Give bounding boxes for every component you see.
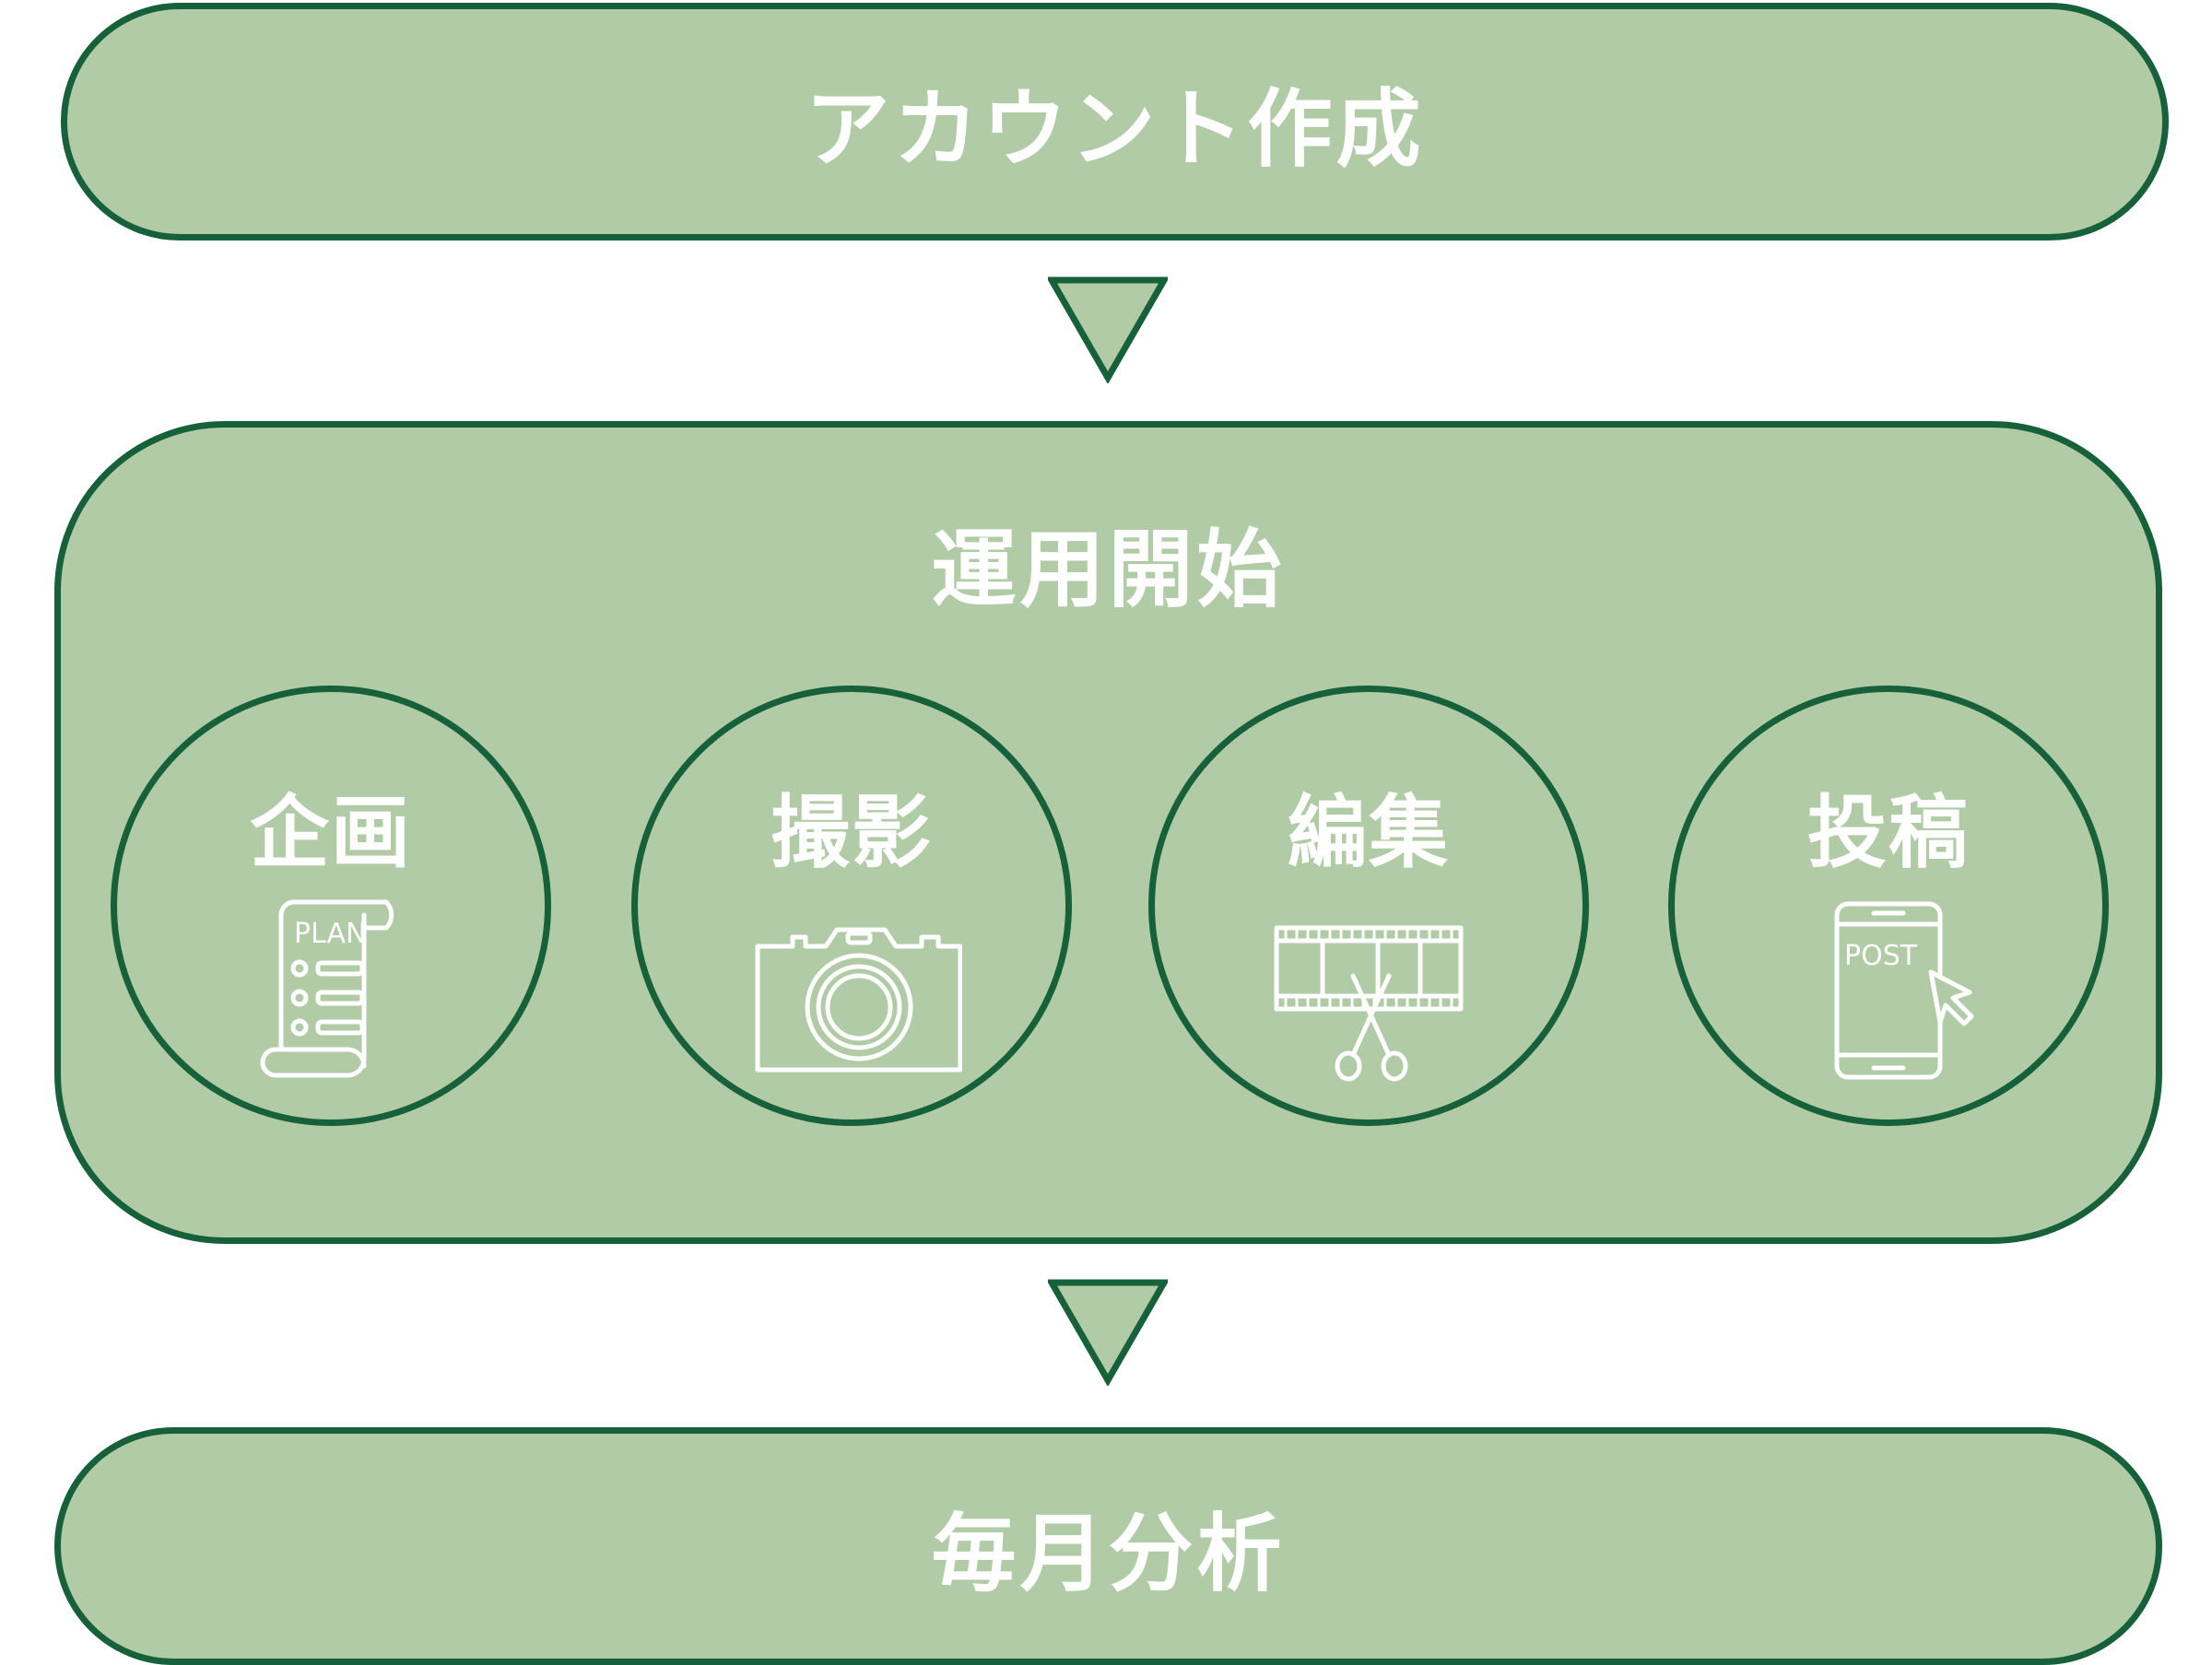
phase-editing-label: 編集 [1288, 787, 1450, 879]
plan-document-icon: PLAN [260, 899, 394, 1078]
down-arrow-icon-2 [1048, 1279, 1168, 1386]
step-monthly-analysis-label: 毎月分析 [931, 1504, 1286, 1603]
step-create-account-label: アカウント作成 [805, 79, 1425, 179]
post-text: POST [1844, 940, 1918, 972]
operation-panel: 運用開始 企画 PLAN 撮影 [54, 421, 2162, 1244]
step-create-account: アカウント作成 [61, 3, 2169, 240]
down-arrow-icon [1048, 276, 1168, 383]
phase-shooting-label: 撮影 [771, 787, 933, 879]
phase-planning-label: 企画 [250, 787, 412, 879]
phase-editing: 編集 [1148, 686, 1589, 1126]
operation-title: 運用開始 [931, 521, 1286, 619]
plan-text: PLAN [294, 918, 366, 950]
smartphone-post-icon: POST [1834, 901, 1974, 1080]
phase-posting: 投稿 POST [1668, 686, 2109, 1126]
film-scissors-icon [1274, 925, 1464, 1082]
phase-planning: 企画 PLAN [111, 686, 551, 1126]
camera-icon [755, 927, 962, 1073]
step-monthly-analysis: 毎月分析 [54, 1427, 2162, 1665]
phase-posting-label: 投稿 [1807, 787, 1970, 879]
phase-shooting: 撮影 [631, 686, 1072, 1126]
